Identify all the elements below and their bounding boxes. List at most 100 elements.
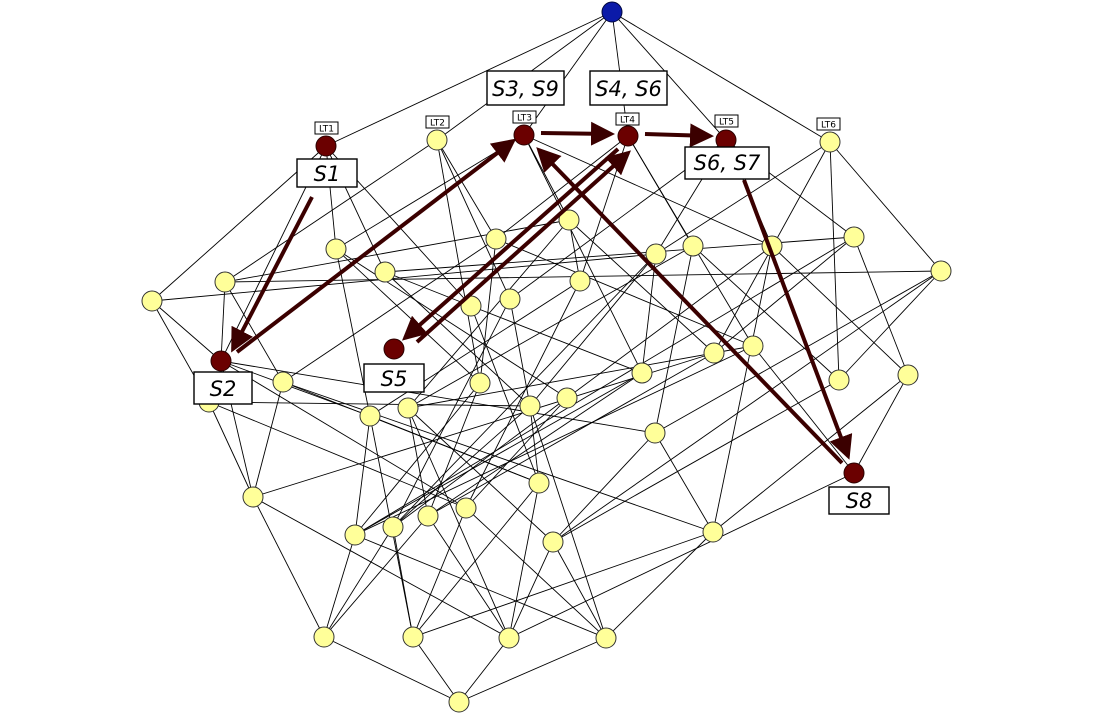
edge-d3-bot — [458, 637, 510, 703]
node-bot — [448, 691, 470, 713]
state-label-s6-s7-text: S6, S7 — [694, 151, 761, 175]
node-a6 — [558, 209, 580, 231]
edge-lt2-b13 — [436, 139, 481, 384]
node-c5 — [455, 497, 477, 519]
edge-b6-c4 — [427, 352, 715, 517]
edge-b7-b12 — [407, 345, 754, 409]
edge-s2-c5 — [220, 360, 467, 509]
edge-lt2-a2 — [224, 139, 438, 283]
tag-lt5: LT5 — [714, 114, 739, 128]
node-a3 — [325, 238, 347, 260]
state-label-s1: S1 — [296, 158, 358, 188]
edge-b10-c1 — [208, 401, 254, 498]
node-s8 — [843, 462, 865, 484]
edge-b1-c1 — [252, 381, 284, 498]
edge-d4-bot — [458, 637, 607, 703]
edge-b1-c8 — [282, 381, 714, 533]
state-label-s8-text: S8 — [846, 489, 873, 513]
state-label-s8: S8 — [828, 486, 890, 515]
node-b5 — [631, 362, 653, 384]
node-a7 — [645, 243, 667, 265]
tag-lt6: LT6 — [816, 117, 841, 131]
edge-b15-c5 — [465, 397, 568, 509]
node-lt6 — [819, 131, 841, 153]
arrow-lt4-to-s5 — [402, 147, 620, 341]
edge-a9-c8 — [712, 245, 773, 533]
edge-lt3-a9 — [523, 134, 773, 247]
edge-b5-c2 — [354, 372, 643, 536]
edge-a5-b1 — [282, 238, 497, 383]
tag-lt3: LT3 — [512, 110, 537, 124]
edge-c6-d3 — [508, 482, 540, 639]
node-lt1 — [315, 135, 337, 157]
arrow-s5-to-lt4 — [415, 150, 631, 344]
edge-a8-b16 — [654, 245, 694, 434]
edge-b10-b14 — [208, 401, 531, 407]
node-c1 — [242, 486, 264, 508]
state-label-s4-s6-text: S4, S6 — [595, 77, 662, 101]
edge-b13-c4 — [427, 382, 481, 517]
edge-d2-bot — [412, 636, 460, 703]
node-b4 — [569, 270, 591, 292]
edge-a10-c2 — [354, 236, 855, 536]
edge-b8-c7 — [552, 379, 840, 543]
edge-c5-d4 — [465, 507, 607, 639]
tag-lt3-text: LT3 — [517, 114, 532, 124]
state-label-s2-text: S2 — [210, 377, 237, 401]
edge-c4-d1 — [323, 515, 429, 638]
node-b15 — [556, 387, 578, 409]
edge-c5-d2 — [412, 507, 467, 638]
edge-a6-b12 — [407, 219, 570, 409]
edge-a2-s2 — [220, 281, 226, 362]
edge-c4-d3 — [427, 515, 510, 639]
node-b9 — [897, 364, 919, 386]
edge-top-lt5 — [611, 11, 727, 141]
node-b8 — [828, 369, 850, 391]
transition-arrows — [231, 121, 853, 465]
node-a5 — [485, 228, 507, 250]
edge-a1-a7 — [151, 253, 657, 302]
graph-edges — [151, 11, 942, 703]
edge-c6-d2 — [412, 482, 540, 638]
node-lt4 — [617, 125, 639, 147]
node-lt2 — [426, 129, 448, 151]
edge-c7-d3 — [508, 541, 554, 639]
edge-c3-d2 — [392, 526, 414, 638]
arrow-s1-to-s2 — [231, 196, 314, 353]
node-b13 — [469, 372, 491, 394]
edge-lt6-b8 — [829, 141, 840, 381]
edge-b11-c6 — [369, 415, 540, 484]
edge-a7-c3 — [392, 253, 657, 528]
edge-a9-b15 — [566, 245, 773, 399]
node-s5 — [383, 338, 405, 360]
edge-lt2-b3 — [436, 139, 511, 300]
state-label-s6-s7: S6, S7 — [684, 146, 770, 180]
node-c2 — [344, 524, 366, 546]
node-b11 — [359, 405, 381, 427]
tag-lt1: LT1 — [314, 121, 339, 135]
edge-a9-b9 — [771, 245, 909, 376]
edge-a5-b13 — [479, 238, 497, 384]
node-a10 — [843, 226, 865, 248]
edge-b7-c2 — [354, 345, 754, 536]
edge-c1-d3 — [252, 496, 510, 639]
edge-a4-b14 — [384, 271, 531, 407]
state-label-s3-s9: S3, S9 — [486, 70, 565, 106]
edge-lt6-a7 — [655, 141, 831, 255]
edge-b16-c7 — [552, 432, 656, 543]
edge-lt2-a5 — [436, 139, 497, 240]
edge-a8-b12 — [407, 245, 694, 409]
edge-a6-b6 — [568, 219, 715, 354]
node-b1 — [272, 371, 294, 393]
arrow-s6s7-to-s8 — [742, 179, 853, 460]
edge-top-lt1 — [325, 11, 613, 147]
edge-b9-c8 — [712, 374, 909, 533]
edge-s2-b16 — [220, 360, 656, 434]
edge-c7-d4 — [552, 541, 607, 639]
edge-a10-b6 — [713, 236, 855, 354]
edge-c3-d1 — [323, 526, 394, 638]
state-label-s1-text: S1 — [314, 162, 341, 186]
state-label-s4-s6: S4, S6 — [589, 70, 668, 106]
node-lt3 — [513, 124, 535, 146]
